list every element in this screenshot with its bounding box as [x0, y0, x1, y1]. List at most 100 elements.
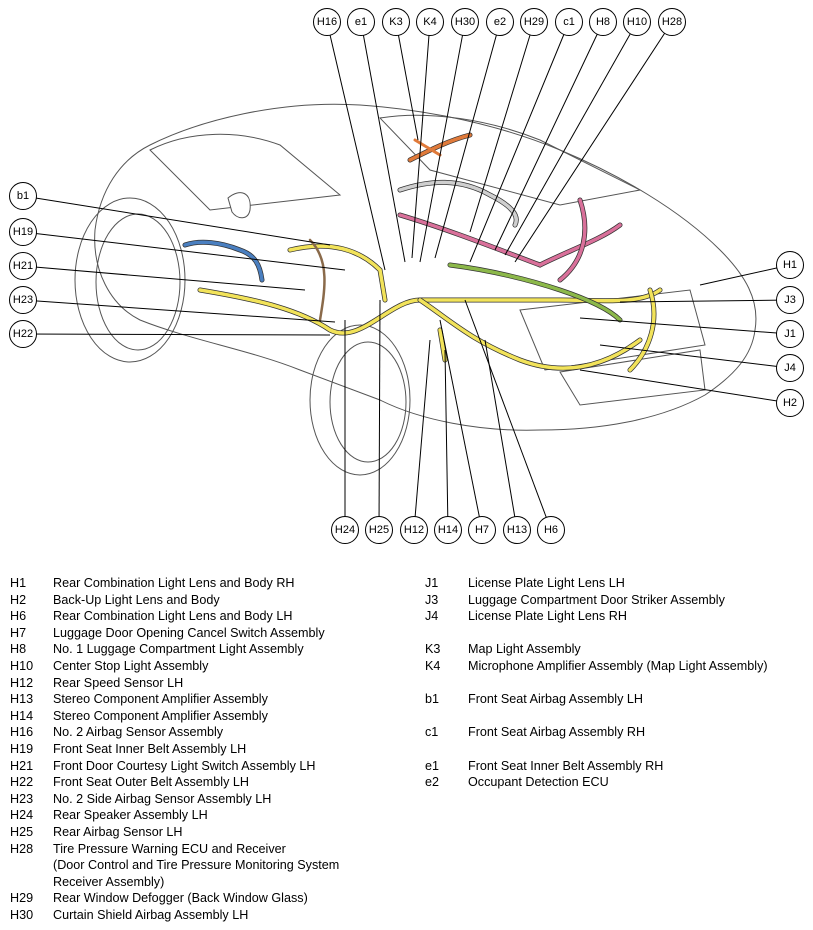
callout-text: c1 [563, 16, 575, 28]
callout-circle [776, 251, 804, 279]
callout-text: H8 [596, 16, 610, 28]
leader-h2 [579, 369, 791, 404]
wire-harness-yellow [197, 243, 663, 373]
callout-h21: H21 [9, 252, 37, 280]
wire-harness-gray [397, 179, 519, 228]
legend-description: Curtain Shield Airbag Assembly LH [53, 907, 249, 922]
legend-code: J3 [425, 592, 439, 607]
legend-row: H28 Tire Pressure Warning ECU and Receive… [10, 841, 410, 891]
callout-text: H2 [783, 397, 797, 409]
callout-circle [451, 8, 479, 36]
legend-code: H29 [10, 891, 34, 906]
leader-h1 [699, 264, 791, 286]
legend-description: Map Light Assembly [468, 642, 581, 657]
legend-code: H6 [10, 609, 27, 624]
legend-spacer [425, 675, 810, 692]
callout-j3: J3 [776, 286, 804, 314]
callout-text: H14 [438, 524, 458, 536]
callout-text: b1 [17, 190, 29, 202]
legend-row: e1 Front Seat Inner Belt Assembly RH [425, 758, 810, 775]
legend-code: H22 [10, 775, 34, 790]
legend-description: No. 2 Side Airbag Sensor Assembly LH [53, 791, 272, 806]
callout-circle [468, 516, 496, 544]
legend-code: H10 [10, 658, 34, 673]
callout-circle [776, 354, 804, 382]
legend-description: Front Seat Airbag Assembly RH [468, 725, 646, 740]
callout-h24: H24 [331, 516, 359, 544]
legend-code: H28 [10, 841, 34, 856]
leader-h14 [444, 349, 449, 531]
callout-h13: H13 [503, 516, 531, 544]
legend-code: e1 [425, 758, 440, 773]
callout-text: J3 [784, 294, 796, 306]
callout-h12: H12 [400, 516, 428, 544]
callout-circle [776, 389, 804, 417]
legend-row: H14 Stereo Component Amplifier Assembly [10, 708, 410, 725]
legend-code: J1 [425, 576, 439, 590]
leader-e1 [360, 21, 406, 263]
legend-description: Rear Speaker Assembly LH [53, 808, 208, 823]
leader-j3 [619, 299, 791, 303]
callout-h10: H10 [623, 8, 651, 36]
callout-e2: e2 [486, 8, 514, 36]
legend-spacer [425, 625, 810, 642]
leader-h22 [22, 333, 331, 336]
legend-description: Stereo Component Amplifier Assembly [53, 708, 268, 723]
leader-lines [22, 21, 791, 531]
callout-circle [520, 8, 548, 36]
callout-circle [623, 8, 651, 36]
callout-c1: c1 [555, 8, 583, 36]
callout-h6: H6 [537, 516, 565, 544]
callout-circle [400, 516, 428, 544]
legend-description: Occupant Detection ECU [468, 775, 609, 790]
legend-code: H24 [10, 808, 34, 823]
callout-k4: K4 [416, 8, 444, 36]
legend-description: Rear Combination Light Lens and Body RH [53, 576, 295, 590]
callout-e1: e1 [347, 8, 375, 36]
callout-circle [434, 516, 462, 544]
callout-text: H21 [13, 260, 33, 272]
left-rear-wheel [309, 324, 411, 476]
legend-description: Luggage Door Opening Cancel Switch Assem… [53, 625, 325, 640]
legend-code: b1 [425, 692, 440, 707]
callout-circle [9, 320, 37, 348]
callout-text: H6 [544, 524, 558, 536]
callout-circle [313, 8, 341, 36]
legend-code: H2 [10, 592, 27, 607]
legend-code: H19 [10, 741, 34, 756]
legend-code: H1 [10, 576, 27, 590]
legend-description: Tire Pressure Warning ECU and Receiver (… [53, 841, 340, 889]
callout-circle [9, 252, 37, 280]
callout-text: H24 [335, 524, 355, 536]
leader-h7 [439, 319, 483, 531]
callout-h1: H1 [776, 251, 804, 279]
legend-description: Rear Speed Sensor LH [53, 675, 184, 690]
leader-h23 [22, 299, 336, 323]
callout-h7: H7 [468, 516, 496, 544]
legend-code: H14 [10, 708, 34, 723]
callout-circle [537, 516, 565, 544]
callout-h8: H8 [589, 8, 617, 36]
callout-text: H28 [662, 16, 682, 28]
legend-code: H8 [10, 642, 27, 657]
leader-h19 [22, 231, 346, 271]
wire-harness-brown [308, 238, 326, 322]
callout-h16: H16 [313, 8, 341, 36]
wire-harness-blue [182, 239, 265, 283]
callout-circle [9, 182, 37, 210]
legend-description: Front Seat Inner Belt Assembly RH [468, 758, 664, 773]
callout-text: H1 [783, 259, 797, 271]
callout-b1: b1 [9, 182, 37, 210]
callout-j4: J4 [776, 354, 804, 382]
leader-k3 [395, 21, 419, 141]
